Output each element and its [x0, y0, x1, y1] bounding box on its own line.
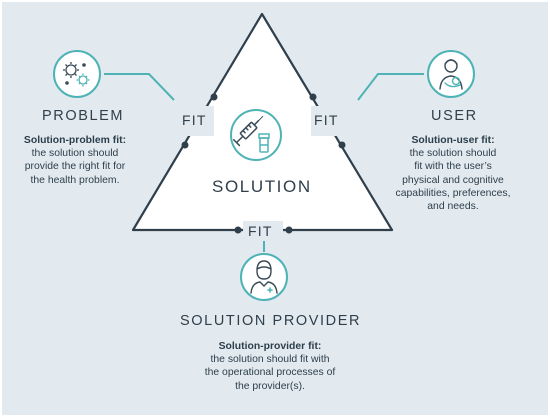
- fit-right-label: FIT: [314, 112, 339, 128]
- fit-bottom-gap: [243, 221, 283, 241]
- junction-dot: [338, 141, 346, 149]
- fit-right-gap: [311, 106, 345, 136]
- provider-title: SOLUTION PROVIDER: [180, 313, 362, 329]
- provider-fit-line: the solution should fit with: [210, 354, 330, 366]
- provider-icon-wrapper: [239, 252, 289, 307]
- problem-fit-title: Solution-problem fit:: [23, 135, 127, 146]
- virus-icon: [53, 50, 101, 98]
- problem-connector-line: [104, 73, 175, 101]
- user-fit-line: physical and cognitive: [402, 174, 504, 186]
- user-connector-line: [357, 73, 424, 101]
- mother-baby-icon: [427, 50, 475, 98]
- problem-fit-line: the solution should: [31, 148, 119, 160]
- user-description: Solution-user fit: the solution should f…: [388, 134, 518, 213]
- user-fit-title: Solution-user fit:: [411, 135, 495, 146]
- problem-fit-line: the health problem.: [30, 174, 120, 186]
- provider-fit-line: the operational processes of: [204, 367, 336, 379]
- problem-description: Solution-problem fit: the solution shoul…: [10, 134, 140, 187]
- user-fit-line: capabilities, preferences,: [395, 187, 511, 199]
- provider-description: Solution-provider fit: the solution shou…: [180, 340, 360, 393]
- fit-bottom-label: FIT: [248, 223, 273, 239]
- junction-dot: [210, 93, 218, 101]
- junction-dot: [181, 141, 189, 149]
- user-icon-wrapper: [426, 49, 476, 104]
- junction-dot: [285, 226, 293, 234]
- user-fit-line: fit with the user’s: [414, 161, 492, 173]
- solution-label: SOLUTION: [212, 177, 312, 196]
- fit-left-gap: [180, 106, 214, 136]
- junction-dot: [234, 226, 242, 234]
- health-worker-icon: [240, 253, 288, 301]
- user-fit-line: and needs.: [427, 201, 479, 213]
- user-fit-line: the solution should: [409, 148, 497, 160]
- provider-fit-title: Solution-provider fit:: [218, 341, 322, 352]
- fit-left-label: FIT: [182, 112, 207, 128]
- junction-dot: [309, 93, 317, 101]
- problem-icon-wrapper: [52, 49, 102, 104]
- user-title: USER: [431, 108, 478, 124]
- problem-title: PROBLEM: [42, 108, 125, 124]
- problem-fit-line: provide the right fit for: [24, 161, 126, 173]
- provider-fit-line: the provider(s).: [235, 380, 305, 392]
- syringe-vial-icon: [230, 109, 282, 161]
